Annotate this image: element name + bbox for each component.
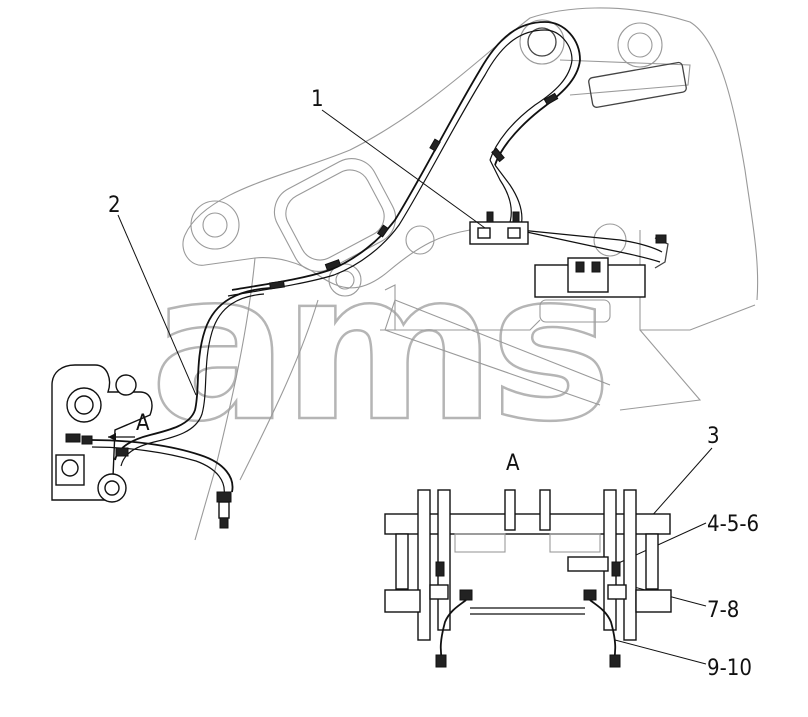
view-a-detail <box>384 489 672 668</box>
quick-coupler-bracket <box>51 364 153 503</box>
callout-4-5-6: 4-5-6 <box>707 512 759 537</box>
callout-7-8: 7-8 <box>707 598 739 623</box>
callout-9-10: 9-10 <box>707 656 752 681</box>
hose-2 <box>91 287 271 529</box>
hose-1 <box>227 21 669 323</box>
callout-3: 3 <box>707 424 720 449</box>
callout-1: 1 <box>311 87 324 112</box>
callout-2: 2 <box>108 193 121 218</box>
view-a-title: A <box>506 451 520 476</box>
view-a-marker: A <box>136 411 150 436</box>
